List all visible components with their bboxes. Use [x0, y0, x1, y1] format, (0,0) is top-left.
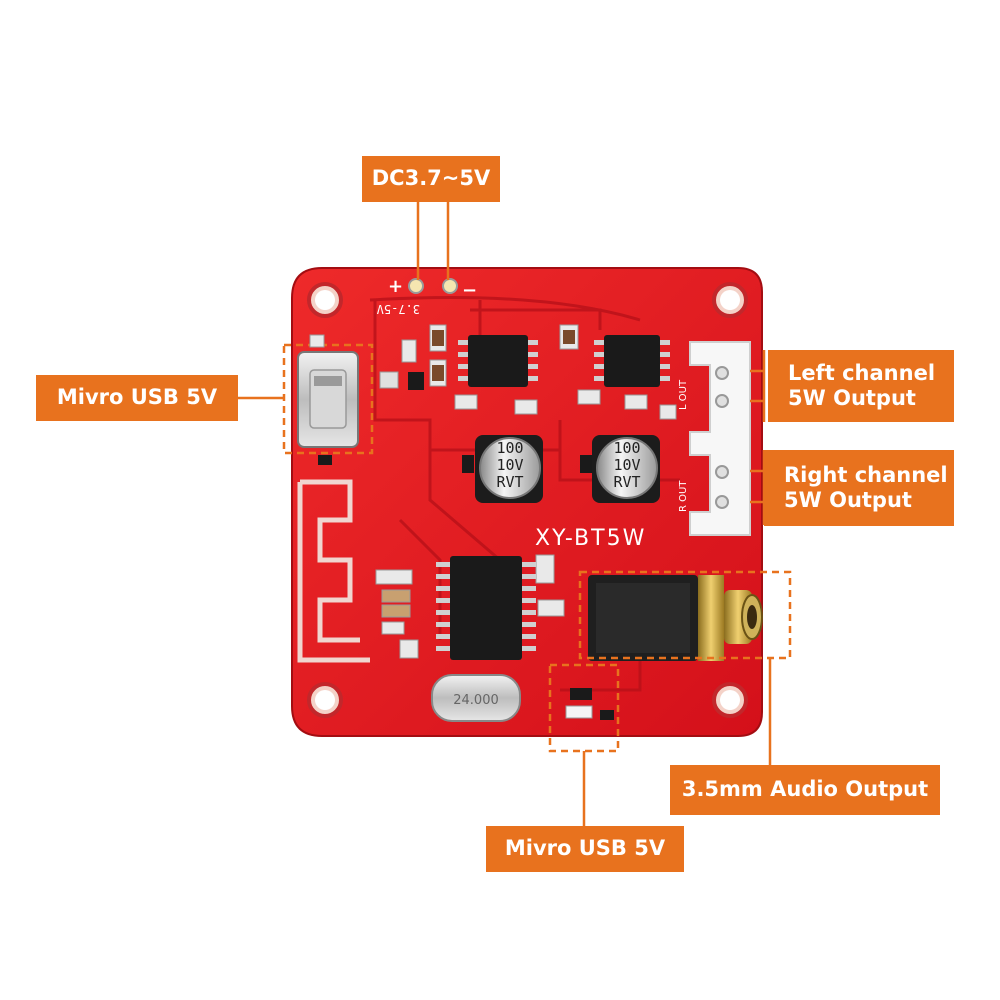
silkscreen-minus: −	[462, 280, 477, 301]
right-channel-line2: 5W Output	[784, 488, 912, 512]
antenna-trace	[297, 479, 370, 663]
amplifier-chip-left	[458, 335, 538, 387]
capacitor-right: 100 10V RVT	[592, 435, 660, 503]
crystal-marking: 24.000	[453, 693, 499, 708]
bluetooth-chip	[436, 556, 536, 660]
silkscreen-model: XY-BT5W	[535, 526, 646, 551]
capacitor-left: 100 10V RVT	[475, 435, 543, 503]
right-channel-label: Right channel 5W Output	[764, 450, 954, 526]
audio-output-label: 3.5mm Audio Output	[670, 765, 940, 815]
left-channel-label: Left channel 5W Output	[768, 350, 954, 422]
output-terminal-header: L OUT R OUT	[678, 341, 751, 536]
audio-jack-highlight-outline	[578, 570, 792, 660]
mounting-holes	[307, 282, 748, 718]
smd-components	[309, 324, 677, 720]
amplifier-chip-right	[594, 335, 670, 387]
bottom-usb-highlight-outline	[548, 663, 620, 753]
capacitor-right-line2: 10V	[613, 456, 640, 474]
left-channel-line2: 5W Output	[788, 386, 916, 410]
silkscreen-r-out: R OUT	[678, 480, 689, 512]
silkscreen-l-out: L OUT	[678, 379, 689, 410]
silkscreen-plus: +	[388, 276, 403, 297]
left-channel-line1: Left channel	[788, 360, 936, 385]
audio-jack	[588, 575, 763, 661]
dc-input-label: DC3.7~5V	[362, 156, 500, 202]
crystal-oscillator: 24.000	[431, 674, 521, 722]
power-pads	[408, 278, 458, 294]
usb-left-label: Mivro USB 5V	[36, 375, 238, 421]
usb-bottom-label: Mivro USB 5V	[486, 826, 684, 872]
micro-usb-connector	[297, 351, 359, 448]
capacitor-left-line2: 10V	[496, 456, 523, 474]
capacitor-left-line1: 100	[496, 439, 523, 457]
right-channel-line1: Right channel	[784, 462, 948, 487]
capacitor-right-line1: 100	[613, 439, 640, 457]
capacitor-left-line3: RVT	[496, 473, 523, 491]
silkscreen-voltage: 3.7-5V	[377, 302, 420, 316]
capacitor-right-line3: RVT	[613, 473, 640, 491]
